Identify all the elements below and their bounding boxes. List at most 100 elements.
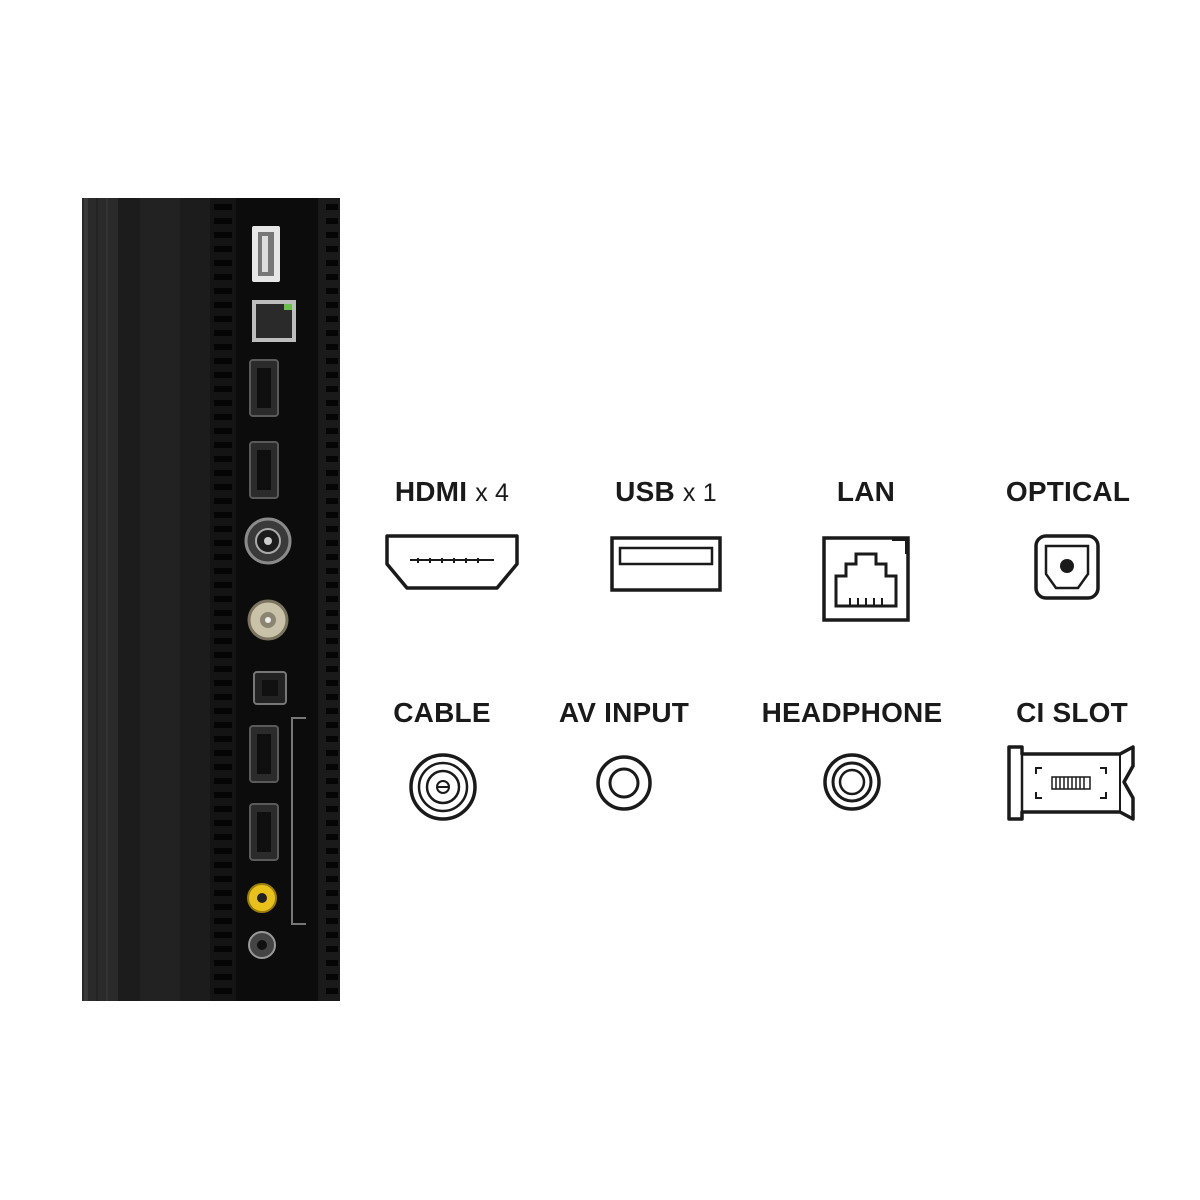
port-name: HEADPHONE <box>761 697 943 728</box>
vent-slot <box>214 890 232 896</box>
vent-slot <box>326 946 338 952</box>
vent-slot <box>326 918 338 924</box>
vent-slot <box>326 414 338 420</box>
vent-slot <box>326 540 338 546</box>
panel-ci-slot <box>291 717 306 925</box>
vent-slot <box>326 554 338 560</box>
port-count: x 1 <box>682 479 717 507</box>
vent-slot <box>214 988 232 994</box>
port-count: x 4 <box>475 479 510 507</box>
vent-slot <box>214 946 232 952</box>
vent-slot <box>214 414 232 420</box>
port-label-cable: CABLE <box>332 697 552 729</box>
vent-slot <box>326 274 338 280</box>
vent-slot <box>326 582 338 588</box>
vent-slot <box>326 960 338 966</box>
vent-slot <box>214 820 232 826</box>
vent-slot <box>326 526 338 532</box>
vent-slot <box>326 456 338 462</box>
vent-slot <box>326 806 338 812</box>
vent-slot <box>214 862 232 868</box>
vent-slot <box>214 526 232 532</box>
vent-slot <box>326 610 338 616</box>
vent-slot <box>214 428 232 434</box>
port-name: LAN <box>836 476 896 507</box>
port-name: USB <box>615 476 675 507</box>
vent-slot <box>326 876 338 882</box>
vent-slot <box>214 274 232 280</box>
vent-slot <box>326 680 338 686</box>
hdmi-icon <box>385 534 519 590</box>
vent-slot <box>214 652 232 658</box>
vent-slot <box>214 540 232 546</box>
vent-slot <box>214 218 232 224</box>
vent-slot <box>214 680 232 686</box>
vent-slot <box>326 288 338 294</box>
vent-slot <box>214 736 232 742</box>
panel-lan-port <box>252 300 296 342</box>
vent-slot <box>326 400 338 406</box>
vent-slot <box>326 904 338 910</box>
vent-slot <box>326 694 338 700</box>
vent-slot <box>214 372 232 378</box>
vent-slot <box>214 568 232 574</box>
vent-slot <box>214 456 232 462</box>
vent-slots-right <box>326 204 338 994</box>
optical-icon <box>1034 534 1100 600</box>
vent-slot <box>214 344 232 350</box>
port-name: CI SLOT <box>1016 697 1128 728</box>
vent-slot <box>214 666 232 672</box>
port-name: CABLE <box>393 697 491 728</box>
vent-slot <box>326 260 338 266</box>
vent-slot <box>326 708 338 714</box>
vent-slot <box>214 358 232 364</box>
vent-slot <box>326 722 338 728</box>
vent-slot <box>326 750 338 756</box>
vent-slot <box>326 246 338 252</box>
vent-slot <box>214 764 232 770</box>
vent-slot <box>326 470 338 476</box>
vent-slot <box>214 638 232 644</box>
vent-slot <box>214 904 232 910</box>
vent-slot <box>214 204 232 210</box>
vent-slot <box>326 484 338 490</box>
port-name: HDMI <box>394 476 468 507</box>
panel-usb-port <box>252 226 280 282</box>
vent-slot <box>214 288 232 294</box>
vent-slot <box>214 316 232 322</box>
vent-slot <box>214 554 232 560</box>
headphone-icon <box>823 753 881 811</box>
vent-slot <box>214 484 232 490</box>
panel-optical-port <box>253 671 287 705</box>
panel-headphone-jack <box>248 931 276 959</box>
vent-slot <box>326 764 338 770</box>
vent-slot <box>214 932 232 938</box>
vent-slot <box>326 666 338 672</box>
vent-slot <box>214 442 232 448</box>
vent-slot <box>326 624 338 630</box>
vent-slot <box>214 232 232 238</box>
vent-slot <box>214 694 232 700</box>
panel-hdmi-port-4 <box>249 803 279 861</box>
lan-icon <box>822 536 910 622</box>
vent-slot <box>214 386 232 392</box>
vent-slot <box>214 792 232 798</box>
vent-slot <box>326 218 338 224</box>
vent-slot <box>214 498 232 504</box>
vent-slot <box>214 974 232 980</box>
vent-slot <box>326 932 338 938</box>
vent-slot <box>214 960 232 966</box>
vent-slot <box>326 316 338 322</box>
panel-hdmi-port-1 <box>249 359 279 417</box>
vent-slot <box>214 330 232 336</box>
vent-slot <box>326 792 338 798</box>
vent-slot <box>326 890 338 896</box>
vent-slots-left <box>214 204 232 994</box>
port-name: AV INPUT <box>558 697 690 728</box>
vent-slot <box>326 568 338 574</box>
vent-slot <box>326 232 338 238</box>
vent-slot <box>326 372 338 378</box>
vent-slot <box>326 820 338 826</box>
vent-slot <box>214 512 232 518</box>
